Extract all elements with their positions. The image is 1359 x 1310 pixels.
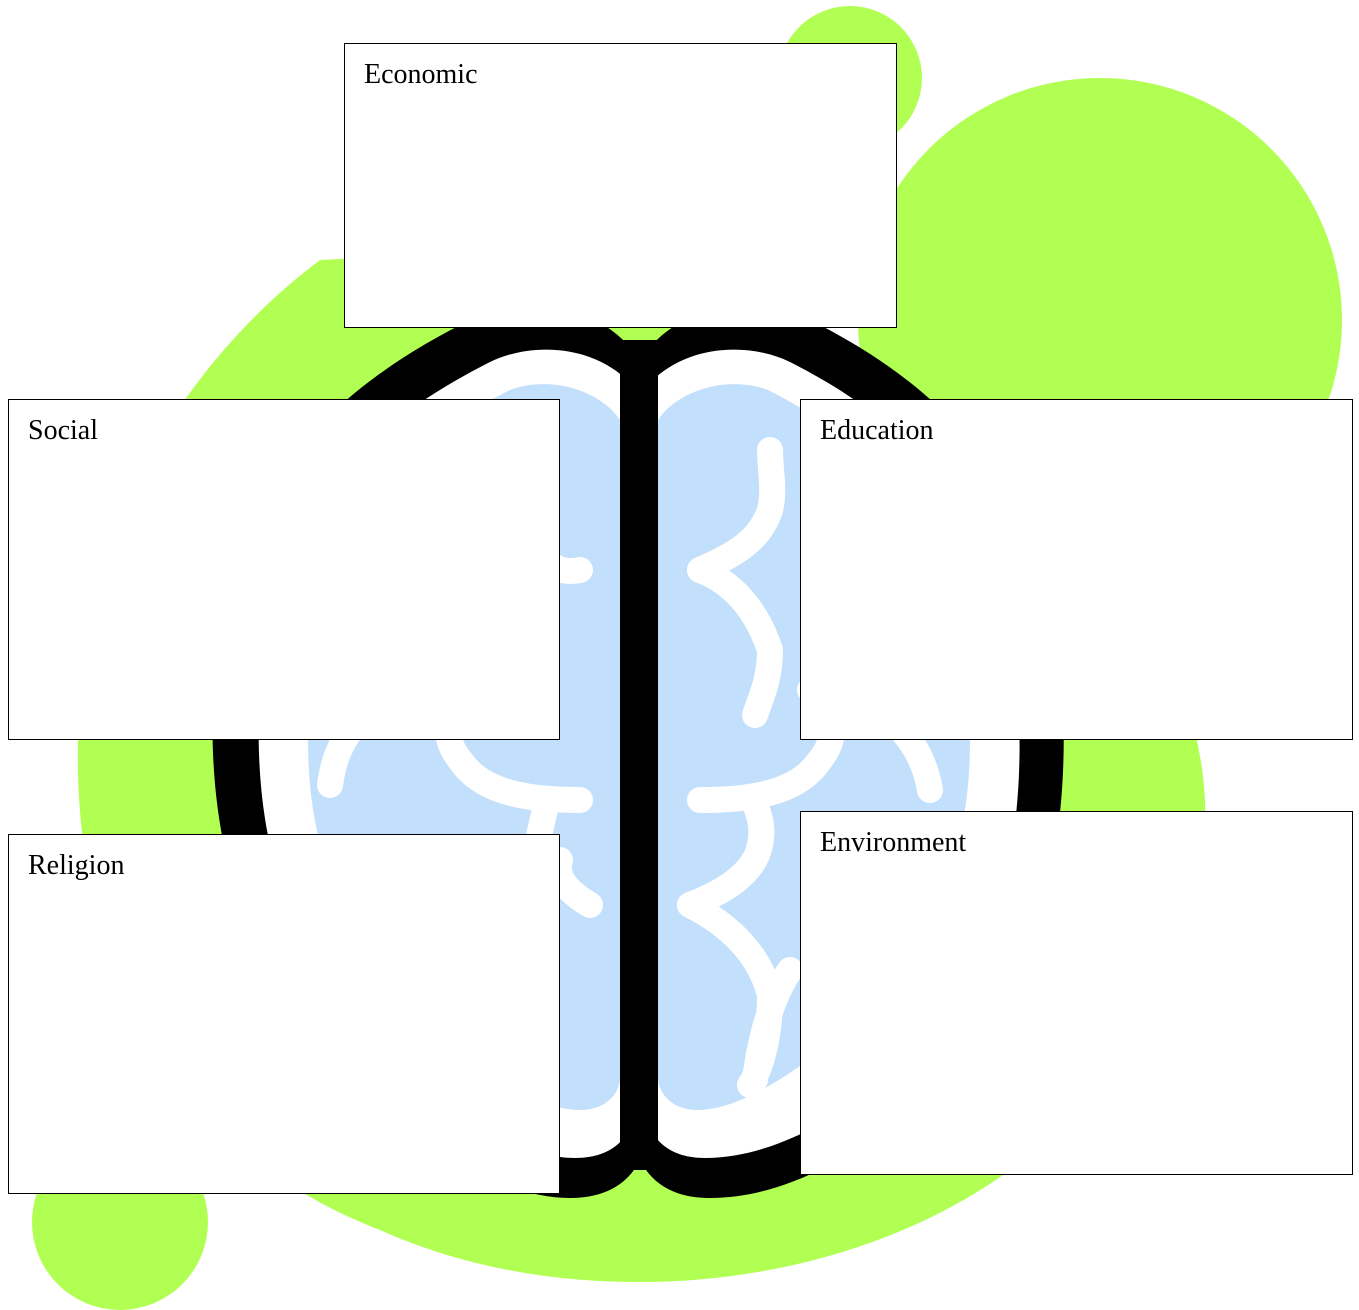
education-title: Education	[820, 414, 934, 448]
environment-box[interactable]: Environment	[800, 811, 1353, 1175]
environment-title: Environment	[820, 826, 966, 860]
religion-title: Religion	[28, 849, 124, 883]
social-box[interactable]: Social	[8, 399, 560, 740]
education-box[interactable]: Education	[800, 399, 1353, 740]
economic-title: Economic	[364, 58, 478, 92]
religion-box[interactable]: Religion	[8, 834, 560, 1194]
social-title: Social	[28, 414, 98, 448]
brain-divider	[620, 340, 658, 1170]
economic-box[interactable]: Economic	[344, 43, 897, 328]
